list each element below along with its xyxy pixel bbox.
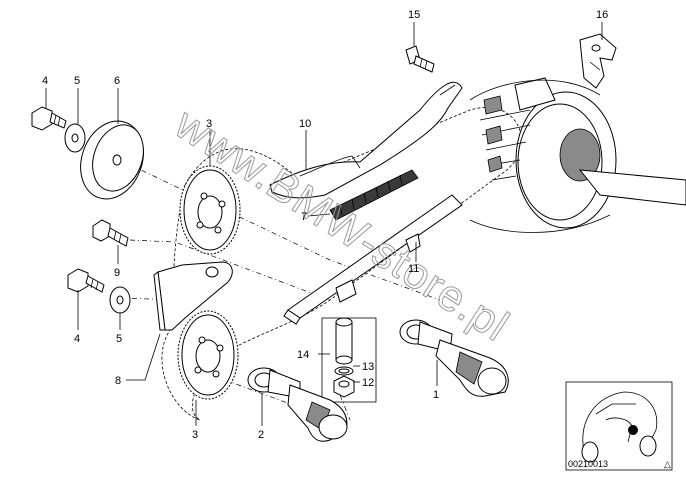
sprocket-part-3-lower [177, 310, 239, 400]
callout-3-lower: 3 [192, 429, 198, 441]
bolt-part-4-top [31, 106, 67, 131]
callout-15: 15 [408, 9, 420, 21]
callout-5-lower: 5 [116, 333, 122, 345]
callout-6: 6 [114, 75, 120, 87]
corner-mark: △ [664, 459, 671, 469]
callout-11: 11 [408, 263, 419, 275]
callout-7: 7 [301, 211, 307, 223]
washer-part-5-lower [109, 286, 131, 314]
bolt-part-15 [405, 45, 435, 73]
callout-13: 13 [362, 361, 374, 373]
camshaft-part-1 [399, 319, 509, 397]
image-code-label: 00210013 [568, 459, 608, 469]
seal-ring-part-13 [334, 366, 354, 376]
callout-9: 9 [114, 267, 120, 279]
callout-leader-lines [45, 22, 603, 426]
camshaft-part-2 [247, 367, 348, 442]
guide-rail-part-11 [283, 194, 463, 325]
tensioner-plunger-part-14 [321, 317, 377, 403]
callout-10: 10 [299, 118, 311, 130]
bolt-part-9 [92, 219, 129, 247]
washer-part-5-top [64, 123, 86, 153]
callout-3-upper: 3 [206, 118, 212, 130]
callout-4-top: 4 [42, 75, 48, 87]
callout-1: 1 [433, 389, 439, 401]
callout-labels: 4 5 6 3 10 15 16 7 9 11 4 5 8 14 13 12 3… [42, 9, 608, 441]
bolt-part-4-lower [67, 268, 105, 293]
cover-disc-part-6 [80, 120, 144, 200]
callout-2: 2 [258, 429, 264, 441]
guide-plate-part-8 [153, 261, 233, 331]
sprocket-part-3-upper [179, 165, 241, 255]
callout-12: 12 [362, 377, 374, 389]
callout-4-lower: 4 [74, 333, 80, 345]
crankshaft-assembly [469, 77, 686, 233]
callout-8: 8 [115, 375, 121, 387]
callout-14: 14 [297, 349, 309, 361]
callout-16: 16 [596, 9, 608, 21]
bracket-part-16 [579, 33, 617, 89]
inset-locator-thumbnail [565, 381, 673, 471]
timing-chain-part-7 [329, 169, 419, 221]
washer-part-12 [333, 375, 355, 398]
tensioner-rail-part-10 [269, 81, 463, 199]
callout-5-top: 5 [74, 75, 80, 87]
